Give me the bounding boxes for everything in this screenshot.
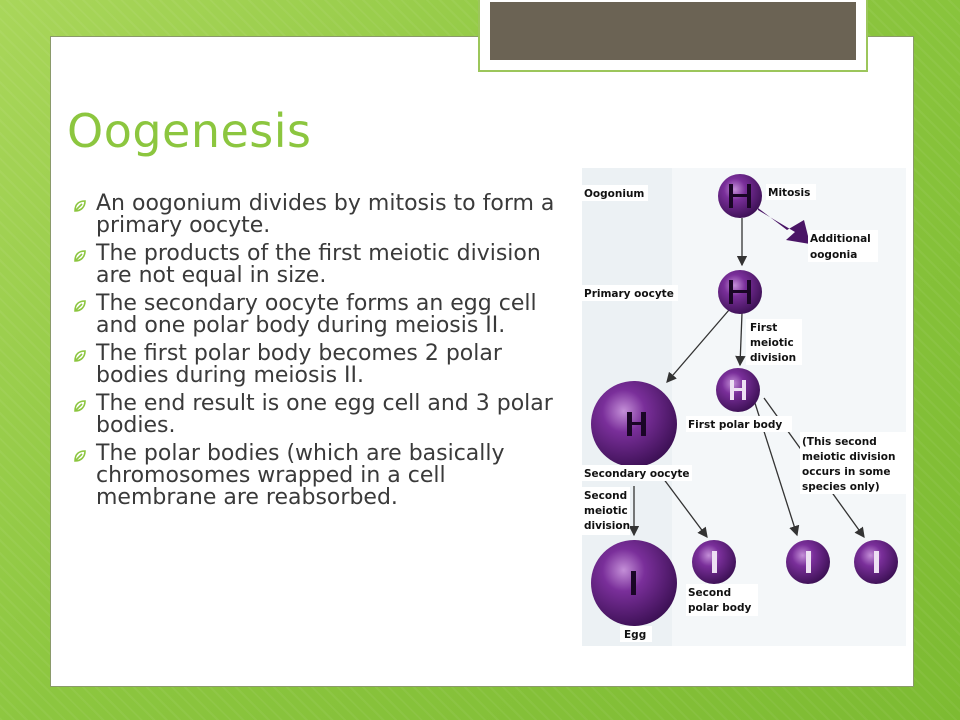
label-mitosis: Mitosis xyxy=(768,187,810,199)
label-meiotic: meiotic xyxy=(750,337,794,349)
bullet-item: The first polar body becomes 2 polar bod… xyxy=(72,343,562,387)
bullet-item: An oogonium divides by mitosis to form a… xyxy=(72,193,562,237)
label-bg xyxy=(800,432,906,494)
oogonium-cell xyxy=(718,174,762,218)
header-tab xyxy=(488,0,858,62)
polar-body-cell xyxy=(854,540,898,584)
label-note-3: occurs in some xyxy=(802,466,890,478)
label-bg xyxy=(808,230,878,262)
label-second-polar: Second xyxy=(688,587,731,599)
leaf-bullet-icon xyxy=(74,400,86,412)
label-bg xyxy=(582,185,648,201)
leaf-bullet-icon xyxy=(74,200,86,212)
label-first-polar-body: First polar body xyxy=(688,419,782,431)
label-second-division: division xyxy=(584,520,630,532)
label-bg xyxy=(766,184,816,200)
label-secondary-oocyte: Secondary oocyte xyxy=(584,468,690,480)
leaf-bullet-icon xyxy=(74,250,86,262)
label-egg: Egg xyxy=(624,629,646,641)
arrow-primary-to-first-polar xyxy=(735,312,746,367)
label-division: division xyxy=(750,352,796,364)
label-bg xyxy=(746,319,802,365)
label-note-4: species only) xyxy=(802,481,880,493)
arrow-to-additional-oogonia xyxy=(758,208,810,244)
label-bg xyxy=(686,584,758,616)
slide-title: Oogenesis xyxy=(67,104,312,158)
bullet-text: The polar bodies (which are basically ch… xyxy=(96,441,505,510)
bullet-text: The secondary oocyte forms an egg cell a… xyxy=(96,291,537,338)
bullet-list: An oogonium divides by mitosis to form a… xyxy=(72,193,562,515)
bullet-item: The products of the first meiotic divisi… xyxy=(72,243,562,287)
polar-body-cell xyxy=(786,540,830,584)
label-second-meiotic: meiotic xyxy=(584,505,628,517)
label-oogonium: Oogonium xyxy=(584,188,644,200)
bullet-item: The polar bodies (which are basically ch… xyxy=(72,443,562,509)
arrow-secondary-to-second-polar xyxy=(659,473,708,539)
label-oogonia: oogonia xyxy=(810,249,857,261)
label-bg xyxy=(686,416,792,432)
leaf-bullet-icon xyxy=(74,450,86,462)
bullet-text: An oogonium divides by mitosis to form a… xyxy=(96,191,555,238)
leaf-bullet-icon xyxy=(74,300,86,312)
label-first: First xyxy=(750,322,777,334)
primary-oocyte-cell xyxy=(718,270,762,314)
bullet-item: The end result is one egg cell and 3 pol… xyxy=(72,393,562,437)
label-bg xyxy=(620,626,652,642)
label-additional: Additional xyxy=(810,233,871,245)
first-polar-body-cell xyxy=(716,368,760,412)
bullet-text: The end result is one egg cell and 3 pol… xyxy=(96,391,553,438)
bullet-item: The secondary oocyte forms an egg cell a… xyxy=(72,293,562,337)
secondary-oocyte-cell xyxy=(591,381,677,467)
label-primary-oocyte: Primary oocyte xyxy=(584,288,674,300)
label-polar-body: polar body xyxy=(688,602,751,614)
egg-cell xyxy=(591,540,677,626)
bullet-text: The first polar body becomes 2 polar bod… xyxy=(96,341,502,388)
label-note-2: meiotic division xyxy=(802,451,895,463)
label-note-1: (This second xyxy=(802,436,877,448)
second-polar-body-cell xyxy=(692,540,736,584)
label-bg xyxy=(582,487,630,535)
label-bg xyxy=(582,285,678,301)
bullet-text: The products of the first meiotic divisi… xyxy=(96,241,541,288)
oogenesis-diagram: Oogonium Mitosis Additional oogonia Prim… xyxy=(582,168,906,646)
label-second: Second xyxy=(584,490,627,502)
leaf-bullet-icon xyxy=(74,350,86,362)
arrow-primary-to-secondary xyxy=(666,309,730,383)
label-bg xyxy=(582,465,692,481)
